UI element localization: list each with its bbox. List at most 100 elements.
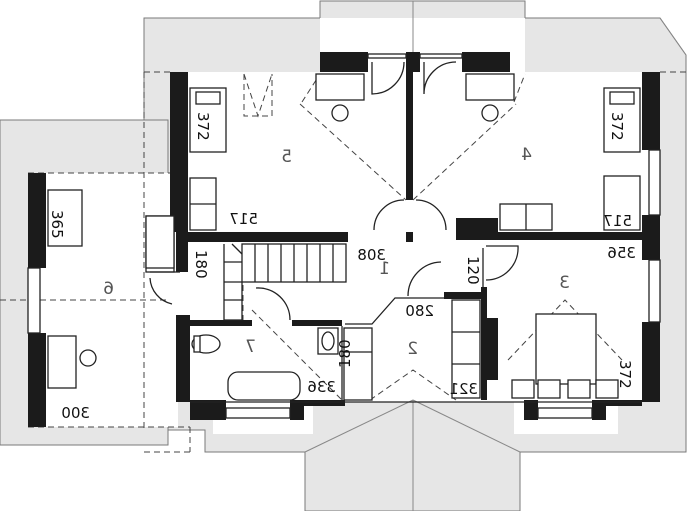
dimension-280: 280 (405, 302, 434, 320)
roof-ridges (304, 1, 687, 511)
wall-room4-south (498, 232, 642, 240)
skylight (243, 73, 273, 118)
slope-line (299, 103, 407, 201)
chair (331, 104, 349, 122)
wall-west-lower (176, 315, 190, 402)
door-swing (371, 61, 405, 95)
wall-west-upper (170, 72, 188, 232)
pillow (195, 91, 221, 105)
wall-wing-upper (28, 173, 46, 268)
chair (79, 349, 97, 367)
wall-dormer-center (406, 52, 420, 72)
slope-line (301, 73, 321, 103)
wall-partition-5-4 (406, 72, 413, 200)
toilet-tank (193, 335, 201, 353)
door-swing (149, 271, 180, 305)
window (537, 407, 593, 419)
wall-dormer-left (320, 52, 368, 72)
ceiling-slopes (251, 73, 623, 401)
slope-line (369, 369, 457, 401)
dimension-120: 120 (464, 256, 482, 285)
window (225, 407, 291, 419)
wall-room3-west (481, 287, 487, 400)
wardrobe (145, 215, 175, 269)
room-number-1: 1 (379, 259, 390, 279)
room-labels: 5 4 1 3 2 7 6 (103, 145, 570, 359)
dimension-300: 300 (61, 404, 90, 422)
window (367, 53, 407, 59)
bed (47, 189, 83, 247)
wall-south-3 (290, 400, 304, 420)
slope-line (507, 299, 623, 361)
dimension-336: 336 (307, 378, 336, 396)
pillow (567, 379, 591, 399)
wall-east-1 (642, 72, 660, 150)
wall-partition-stub (406, 232, 413, 242)
wall-south-5 (592, 400, 606, 420)
chair (481, 104, 499, 122)
pillow (609, 91, 635, 105)
closet (451, 299, 481, 399)
room-number-3: 3 (559, 273, 570, 293)
room-number-5: 5 (281, 147, 292, 167)
cabinet (343, 327, 373, 401)
doors (149, 61, 519, 321)
window (648, 259, 661, 323)
dimension-308: 308 (357, 246, 386, 264)
window (419, 53, 463, 59)
wall-south-1 (190, 400, 226, 420)
ridge-line (412, 399, 521, 453)
wall-dormer-right (462, 52, 510, 72)
bathtub (227, 371, 301, 401)
bed-size-room4: 372 (608, 112, 626, 141)
door-swing (407, 261, 442, 297)
dimension-517-left: 517 (229, 210, 258, 228)
dimension-180-top: 180 (192, 250, 210, 279)
ridge-line (304, 399, 414, 453)
cabinet (603, 175, 641, 231)
walls (28, 52, 660, 427)
wall-room5-south (188, 232, 348, 242)
wall-south-2 (290, 400, 345, 406)
ridge-line (659, 17, 687, 56)
bed-size-room5: 372 (194, 112, 212, 141)
dimension-labels: 517 517 308 356 280 336 321 300 180 120 … (61, 210, 636, 422)
bed-labels: 372 372 372 365 (48, 112, 634, 389)
stairs (223, 243, 347, 321)
desk (465, 73, 515, 101)
desk (47, 335, 77, 389)
wall-room3-pier (486, 318, 498, 380)
room-number-6: 6 (103, 279, 114, 299)
furniture (47, 73, 641, 401)
dimension-180-bottom: 180 (336, 339, 354, 368)
wall-bath-top-right (292, 320, 342, 326)
room-number-4: 4 (521, 145, 532, 165)
bed-size-room6: 365 (48, 210, 66, 239)
door-swing (415, 199, 447, 231)
dimension-356: 356 (607, 244, 636, 262)
nightstand (595, 379, 619, 399)
room-number-2: 2 (407, 339, 418, 359)
bed-size-room3: 372 (616, 360, 634, 389)
pillow (537, 379, 561, 399)
basin (321, 331, 335, 351)
wall-east-2 (642, 215, 660, 260)
dimension-321: 321 (449, 380, 478, 398)
dimension-517-right: 517 (603, 212, 632, 230)
slope-line (251, 309, 343, 401)
door-swing (373, 199, 405, 231)
wall-south-6 (606, 400, 642, 406)
wall-thin-angled (345, 297, 444, 325)
wall-bath-top (190, 320, 252, 326)
eave-lines (0, 71, 686, 453)
window (648, 149, 661, 216)
slope-line (412, 103, 517, 201)
wall-west-mid (176, 232, 188, 272)
desk (315, 73, 365, 101)
door-swing (255, 287, 291, 321)
double-bed (535, 313, 597, 385)
room-number-7: 7 (245, 337, 256, 357)
window (27, 267, 41, 334)
door-swing (423, 61, 457, 95)
